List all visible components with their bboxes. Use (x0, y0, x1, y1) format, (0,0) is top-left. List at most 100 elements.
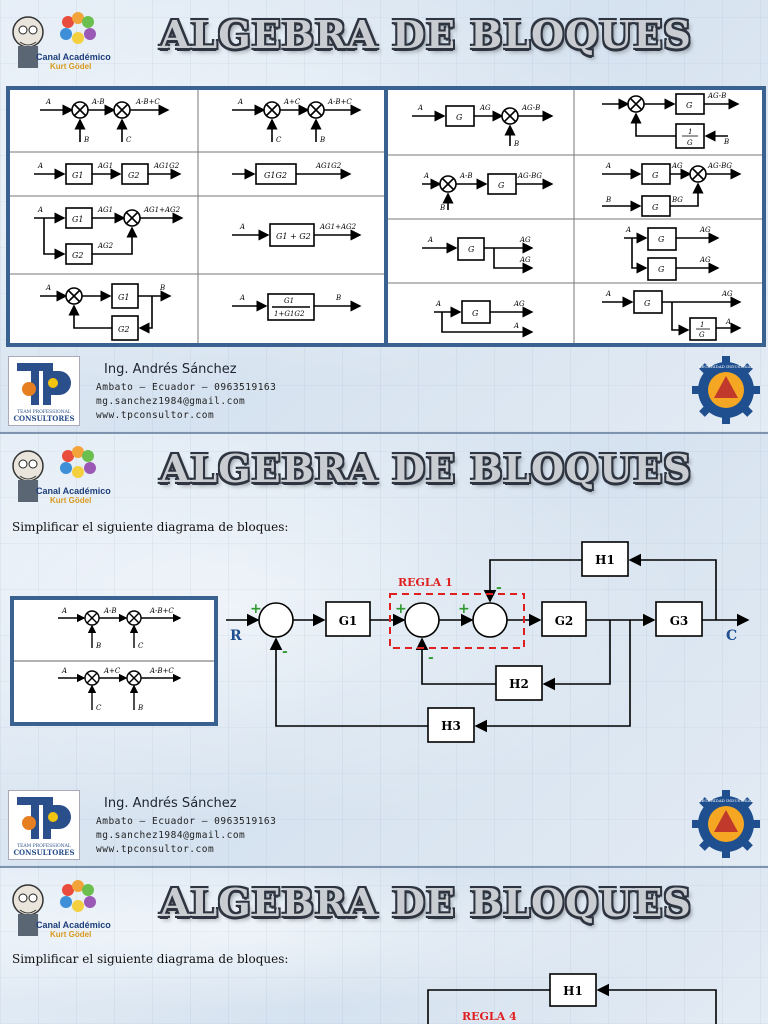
tp-consultores-logo: TEAM PROFESSIONAL CONSULTORES (8, 356, 80, 426)
seguridad-industrial-seal: SEGURIDAD INDUSTRIAL (692, 790, 760, 858)
r4-g1: G1 (118, 293, 129, 302)
sign-plus-1: + (250, 601, 262, 617)
author-name: Ing. Andrés Sánchez (104, 796, 237, 811)
rr2r-b: B (605, 196, 611, 204)
rr1r-one: 1 (688, 128, 692, 136)
rule-label: REGLA 1 (398, 576, 453, 589)
block-h3: H3 (441, 719, 461, 733)
seal-text: SEGURIDAD INDUSTRIAL (699, 798, 754, 803)
rr3r-a: A (625, 226, 631, 234)
footer-1: TEAM PROFESSIONAL CONSULTORES Ing. André… (0, 356, 768, 432)
rr3r-g: G (658, 235, 665, 244)
r3-sum: AG1+AG2 (143, 206, 181, 214)
r1r-b: B (319, 136, 325, 144)
rr1-ag: AG (479, 104, 491, 112)
rr1-agmb: AG-B (521, 104, 540, 112)
contact-block: Ambato – Ecuador – 0963519163 mg.sanchez… (96, 815, 276, 857)
canal-academico-logo (12, 12, 96, 68)
page-title: ALGEBRA DE BLOQUES (160, 446, 692, 491)
r1-c: C (126, 136, 132, 144)
channel-subname: Kurt Gödel (50, 930, 92, 939)
r1r-a: A (237, 98, 243, 106)
r3r-g1pg2: G1 + G2 (276, 232, 311, 241)
seguridad-industrial-seal: SEGURIDAD INDUSTRIAL (692, 356, 760, 424)
output-c: C (726, 628, 737, 644)
r4-b: B (159, 284, 165, 292)
r4r-b: B (335, 294, 341, 302)
rr2-b: B (439, 204, 445, 212)
channel-name: Canal Académico (36, 52, 111, 62)
tp-logo-sub: CONSULTORES (13, 848, 74, 857)
sign-minus-2: - (428, 650, 434, 666)
rr2r-out: AG-BG (707, 162, 732, 170)
rr1-g: G (456, 113, 463, 122)
block-g2: G2 (555, 614, 574, 628)
r3-ag2: AG2 (97, 242, 114, 250)
inset-c2: C (96, 704, 102, 712)
r1r-apc: A+C (283, 98, 301, 106)
channel-name: Canal Académico (36, 486, 111, 496)
sign-minus-1: - (282, 644, 288, 660)
author-name: Ing. Andrés Sánchez (104, 362, 237, 377)
footer-2: TEAM PROFESSIONAL CONSULTORES Ing. André… (0, 790, 768, 866)
tp-logo-text: TEAM PROFESSIONAL (17, 843, 71, 849)
rr1r-b: B (723, 138, 729, 146)
r2r-ag1g2: AG1G2 (315, 162, 342, 170)
r3r-out: AG1+AG2 (319, 223, 357, 231)
block-g3: G3 (670, 614, 689, 628)
r1-ambpc: A-B+C (135, 98, 160, 106)
block-h1-s3: H1 (563, 984, 583, 998)
contact-email[interactable]: mg.sanchez1984@gmail.com (96, 396, 246, 407)
r1-amb: A-B (91, 98, 105, 106)
rr4r-one: 1 (700, 321, 704, 329)
rr3r-ag: AG (699, 226, 711, 234)
exercise-prompt: Simplificar el siguiente diagrama de blo… (12, 520, 289, 534)
rule-inset: A A-B A-B+C B C A A+C A-B+C C B (10, 596, 218, 726)
inset-b1: B (95, 642, 101, 650)
rr4r-ag: AG (721, 290, 733, 298)
inset-c1: C (138, 642, 144, 650)
inset-ambpc2: A-B+C (149, 667, 174, 675)
canal-academico-logo (12, 446, 96, 502)
contact-email[interactable]: mg.sanchez1984@gmail.com (96, 830, 246, 841)
tp-logo-text: TEAM PROFESSIONAL (17, 409, 71, 415)
rr1-b: B (513, 140, 519, 148)
contact-website[interactable]: www.tpconsultor.com (96, 410, 215, 421)
r4r-den: 1+G1G2 (274, 310, 305, 318)
r2-g2: G2 (128, 171, 139, 180)
inset-ambpc1: A-B+C (149, 607, 174, 615)
contact-location: Ambato – Ecuador – 0963519163 (96, 816, 277, 827)
rr2r-bg: BG (671, 196, 683, 204)
rr4-g: G (472, 309, 479, 318)
rr4-ag: AG (513, 300, 525, 308)
channel-subname: Kurt Gödel (50, 496, 92, 505)
tp-logo-sub: CONSULTORES (13, 414, 74, 423)
r4r-a: A (239, 294, 245, 302)
rr3-g: G (468, 245, 475, 254)
rr4r-a: A (605, 290, 611, 298)
seal-text: SEGURIDAD INDUSTRIAL (699, 364, 754, 369)
block-diagram-exercise-2: H1 REGLA 4 (427, 973, 717, 1024)
rule-label-s3: REGLA 4 (462, 1010, 517, 1023)
rr2r-a: A (605, 162, 611, 170)
r4r-num: G1 (284, 297, 294, 305)
slide-1: Canal Académico Kurt Gödel ALGEBRA DE BL… (0, 0, 768, 432)
sign-minus-3: - (496, 580, 502, 596)
page-title: ALGEBRA DE BLOQUES (160, 12, 692, 57)
r1r-c: C (276, 136, 282, 144)
slide-separator (0, 432, 768, 434)
rr3r-ag2: AG (699, 256, 711, 264)
r3r-a: A (239, 223, 245, 231)
block-h1: H1 (595, 553, 615, 567)
tp-consultores-logo: TEAM PROFESSIONAL CONSULTORES (8, 790, 80, 860)
slide-separator (0, 866, 768, 868)
r2-ag1g2: AG1G2 (153, 162, 180, 170)
r3-g1: G1 (72, 215, 83, 224)
r4-g2: G2 (118, 325, 129, 334)
r3-g2: G2 (72, 251, 83, 260)
rr4-a2: A (513, 322, 519, 330)
rr2r-g: G (652, 171, 659, 180)
rr3r-g2: G (658, 265, 665, 274)
contact-website[interactable]: www.tpconsultor.com (96, 844, 215, 855)
input-r: R (230, 628, 242, 644)
